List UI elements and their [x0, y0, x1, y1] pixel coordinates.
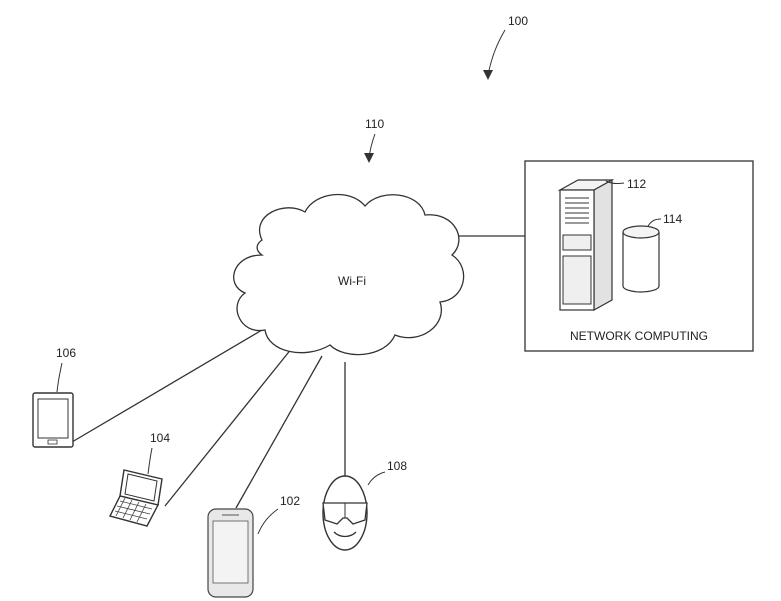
- server-rack-icon: [557, 178, 615, 312]
- ref-leader-104: [147, 447, 153, 475]
- ref-label-102: 102: [280, 494, 300, 508]
- ref-label-114: 114: [663, 212, 682, 226]
- ref-label-104: 104: [150, 431, 170, 445]
- database-cylinder-icon: [622, 225, 660, 293]
- arrow-head-100-icon: [483, 70, 493, 80]
- tablet-icon: [32, 392, 74, 448]
- link-cloud-laptop: [164, 347, 293, 507]
- ref-label-112: 112: [627, 177, 646, 191]
- ref-leader-102: [257, 508, 279, 535]
- network-computing-box: 112 114 NETWORK COMPUTING: [524, 160, 754, 352]
- link-cloud-phone: [235, 355, 323, 509]
- wifi-cloud: Wi-Fi: [233, 193, 465, 356]
- ref-leader-114: [647, 218, 662, 227]
- vr-headset-face-icon: [322, 475, 368, 551]
- ref-leader-112: [605, 180, 625, 185]
- ref-label-106: 106: [56, 346, 76, 360]
- laptop-icon: [108, 469, 163, 527]
- link-cloud-tablet: [71, 329, 263, 443]
- cloud-label: Wi-Fi: [338, 274, 366, 288]
- ref-label-100: 100: [508, 14, 528, 28]
- ref-label-108: 108: [387, 459, 407, 473]
- ref-arrow-100: [487, 29, 506, 76]
- arrow-head-110-icon: [364, 153, 374, 163]
- cloud-icon: [233, 193, 465, 356]
- ref-label-110: 110: [365, 117, 384, 131]
- ref-leader-106: [56, 362, 63, 393]
- ref-leader-108: [367, 471, 386, 486]
- smartphone-icon: [207, 508, 254, 598]
- network-box-label: NETWORK COMPUTING: [570, 329, 708, 343]
